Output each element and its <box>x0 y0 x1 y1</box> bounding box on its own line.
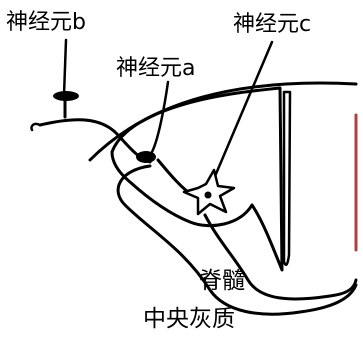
label-neuron-b: 神经元b <box>6 12 86 34</box>
neuron-b-cell-body <box>53 91 79 101</box>
label-neuron-a: 神经元a <box>116 58 195 80</box>
pointer-b <box>64 40 66 95</box>
sensory-fiber-b-tail <box>31 124 40 130</box>
central-canal <box>284 92 290 265</box>
pointer-c <box>210 42 272 188</box>
gray-matter-outline <box>112 88 282 270</box>
neuron-a-cell-body <box>136 151 156 163</box>
label-spinal-cord: 脊髓 <box>199 270 245 293</box>
pointer-a <box>152 82 168 152</box>
label-central-gray-matter: 中央灰质 <box>143 308 235 331</box>
label-neuron-c: 神经元c <box>233 14 311 36</box>
interneuron-fiber <box>158 160 188 192</box>
neuron-c-nucleus <box>205 192 212 199</box>
